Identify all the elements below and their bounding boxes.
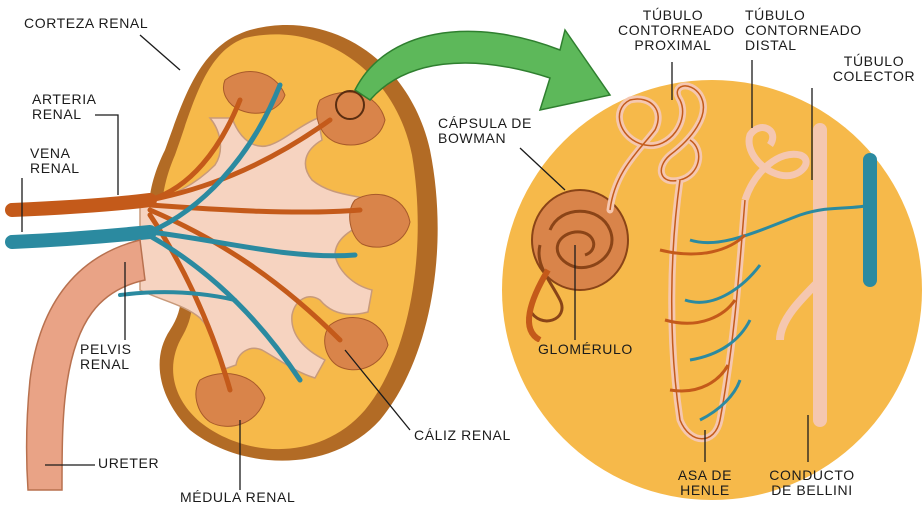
label-glomerulo: GLOMÉRULO: [538, 342, 633, 357]
label-pelvis-renal: PELVIS RENAL: [80, 342, 132, 372]
nephron-detail: [502, 80, 922, 500]
label-corteza-renal: CORTEZA RENAL: [24, 16, 148, 31]
label-vena-renal: VENA RENAL: [30, 146, 80, 176]
label-caliz-renal: CÁLIZ RENAL: [414, 428, 511, 443]
label-tubulo-colector: TÚBULO COLECTOR: [828, 54, 920, 84]
label-conducto-bellini: CONDUCTO DE BELLINI: [762, 468, 862, 498]
label-arteria-renal: ARTERIA RENAL: [32, 92, 97, 122]
label-capsula-bowman: CÁPSULA DE BOWMAN: [438, 116, 532, 146]
label-ureter: URETER: [98, 456, 159, 471]
label-medula-renal: MÉDULA RENAL: [180, 490, 295, 505]
label-tubulo-distal: TÚBULO CONTORNEADO DISTAL: [745, 8, 862, 53]
label-asa-henle: ASA DE HENLE: [665, 468, 745, 498]
label-tubulo-proximal: TÚBULO CONTORNEADO PROXIMAL: [618, 8, 728, 53]
